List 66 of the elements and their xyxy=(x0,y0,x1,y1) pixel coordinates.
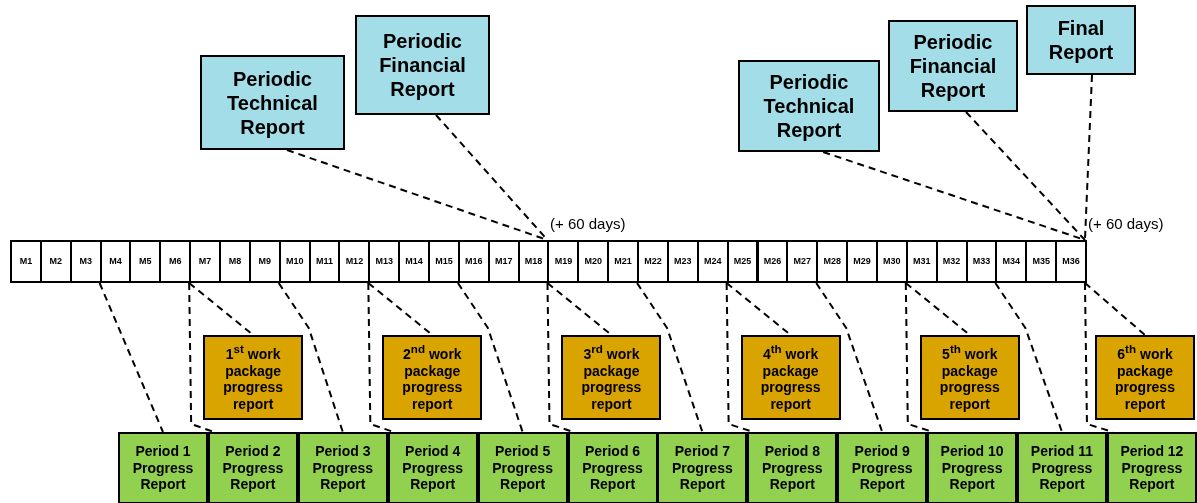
month-cell: M30 xyxy=(875,240,908,283)
month-cell: M16 xyxy=(457,240,490,283)
dashed-connector xyxy=(277,282,344,433)
period-report-box: Period 3 Progress Report xyxy=(297,432,388,503)
dashed-connector xyxy=(188,282,215,433)
period-report-box: Period 4 Progress Report xyxy=(387,432,478,503)
month-cell: M8 xyxy=(219,240,251,283)
period-report-box: Period 11 Progress Report xyxy=(1017,432,1107,503)
month-cell: M36 xyxy=(1055,240,1087,283)
period-report-box: Period 2 Progress Report xyxy=(207,432,298,503)
month-cell: M13 xyxy=(368,240,401,283)
month-cell: M28 xyxy=(816,240,849,283)
period-report-box: Period 6 Progress Report xyxy=(567,432,658,503)
period-report-box: Period 5 Progress Report xyxy=(477,432,568,503)
month-cell: M27 xyxy=(786,240,819,283)
period-report-box: Period 12 Progress Report xyxy=(1106,432,1197,503)
month-cell: M9 xyxy=(248,240,281,283)
month-cell: M21 xyxy=(607,240,640,283)
month-cell: M3 xyxy=(69,240,102,283)
period-report-box: Period 1 Progress Report xyxy=(118,432,208,503)
month-cell: M1 xyxy=(10,240,42,283)
month-cell: M23 xyxy=(666,240,699,283)
work-package-box: 5$^{th}$ work package progress report xyxy=(919,335,1020,420)
month-cell: M35 xyxy=(1025,240,1058,283)
work-package-box: 4$^{th}$ work package progress report xyxy=(740,335,841,420)
month-cell: M22 xyxy=(637,240,669,283)
month-cell: M14 xyxy=(398,240,431,283)
work-package-box: 6$^{th}$ work package progress report xyxy=(1095,335,1195,420)
month-cell: M20 xyxy=(577,240,610,283)
work-package-box: 1$^{st}$ work package progress report xyxy=(203,335,304,420)
month-cell: M10 xyxy=(278,240,311,283)
dashed-connector xyxy=(994,282,1063,433)
report-box: Periodic Financial Report xyxy=(355,15,490,115)
month-cell: M5 xyxy=(129,240,162,283)
work-package-box: 2$^{nd}$ work package progress report xyxy=(382,335,483,420)
month-cell: M25 xyxy=(726,240,759,283)
dashed-connector xyxy=(636,282,704,433)
month-cell: M31 xyxy=(905,240,938,283)
dashed-connector xyxy=(815,282,884,433)
month-cell: M2 xyxy=(39,240,72,283)
report-box: Periodic Technical Report xyxy=(200,55,345,150)
dashed-connector xyxy=(1083,282,1146,336)
month-cell: M32 xyxy=(935,240,968,283)
month-cell: M12 xyxy=(338,240,371,283)
dashed-connector xyxy=(1083,74,1093,241)
offset-note: (+ 60 days) xyxy=(550,215,626,232)
month-cell: M24 xyxy=(696,240,729,283)
month-cell: M7 xyxy=(189,240,221,283)
offset-note: (+ 60 days) xyxy=(1088,215,1164,232)
work-package-box: 3$^{rd}$ work package progress report xyxy=(561,335,662,420)
dashed-connector xyxy=(456,282,524,433)
period-report-box: Period 8 Progress Report xyxy=(747,432,838,503)
report-box: Periodic Financial Report xyxy=(888,20,1018,112)
dashed-connector xyxy=(965,111,1086,241)
month-cell: M19 xyxy=(547,240,580,283)
month-cell: M29 xyxy=(846,240,878,283)
month-cell: M15 xyxy=(428,240,460,283)
dashed-connector xyxy=(98,282,164,433)
month-cell: M17 xyxy=(487,240,520,283)
period-report-box: Period 7 Progress Report xyxy=(657,432,748,503)
report-box: Periodic Technical Report xyxy=(738,60,880,152)
month-cell: M6 xyxy=(159,240,192,283)
month-cell: M34 xyxy=(995,240,1028,283)
report-box: Final Report xyxy=(1026,5,1136,75)
period-report-box: Period 9 Progress Report xyxy=(837,432,928,503)
period-report-box: Period 10 Progress Report xyxy=(927,432,1018,503)
